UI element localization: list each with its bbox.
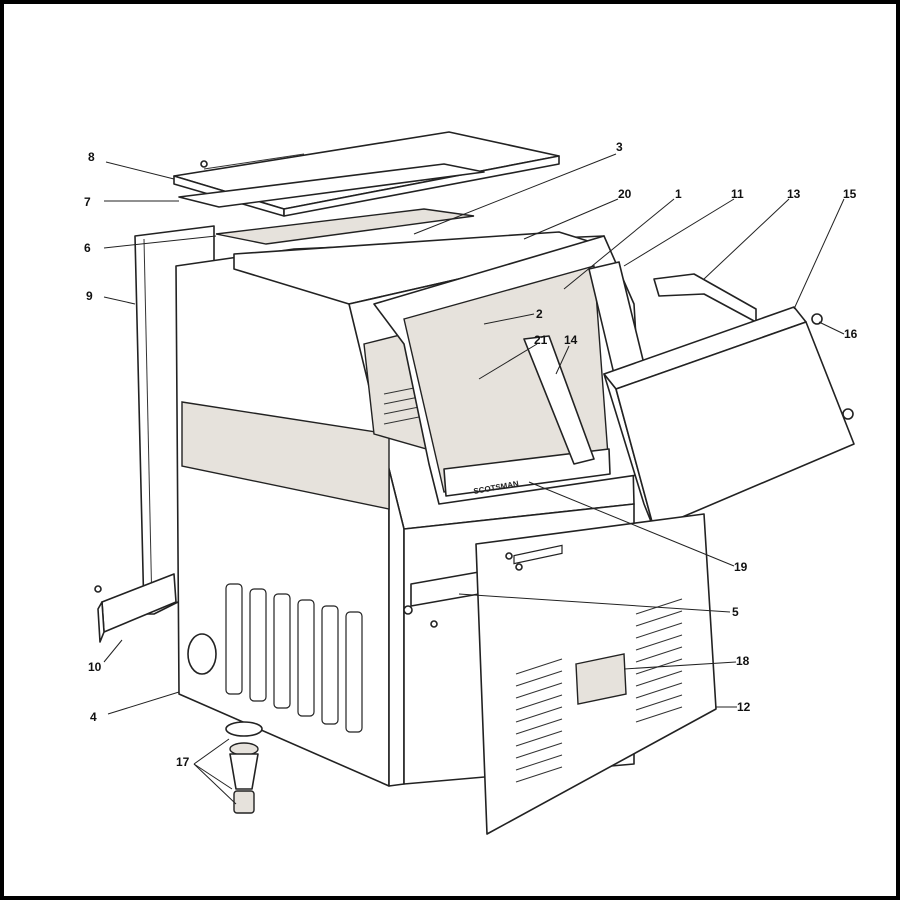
callout-19: 19	[734, 560, 748, 574]
front-panel-part	[475, 513, 717, 835]
callout-labels: 8 3 7 20 1 11 13 15 6 9 2 21 14 16 19 5 …	[84, 140, 858, 769]
callout-21: 21	[534, 333, 548, 347]
rating-plate	[575, 653, 627, 705]
gasket-part	[178, 163, 485, 208]
callout-7: 7	[84, 195, 91, 209]
front-vents	[513, 544, 563, 565]
callout-3: 3	[616, 140, 623, 154]
callout-11: 11	[731, 187, 744, 201]
adjustable-leg-part	[225, 721, 263, 814]
door-handle-part	[523, 335, 595, 465]
callout-13: 13	[787, 187, 801, 201]
hinge-part	[653, 273, 757, 323]
callout-20: 20	[618, 187, 632, 201]
callout-14: 14	[564, 333, 578, 347]
side-vents	[225, 583, 363, 733]
callout-12: 12	[737, 700, 751, 714]
callout-6: 6	[84, 241, 91, 255]
leader-lines	[103, 153, 845, 805]
callout-2: 2	[536, 307, 543, 321]
callout-5: 5	[732, 605, 739, 619]
bin-door-part	[603, 306, 855, 530]
diagram-canvas: SCOTSMAN	[84, 131, 858, 835]
callout-10: 10	[88, 660, 102, 674]
callout-4: 4	[90, 710, 97, 724]
bracket-part	[94, 573, 177, 643]
callout-8: 8	[88, 150, 95, 164]
callout-17: 17	[176, 755, 190, 769]
callout-9: 9	[86, 289, 93, 303]
callout-16: 16	[844, 327, 858, 341]
callout-18: 18	[736, 654, 750, 668]
insulation-panel-part	[215, 208, 475, 245]
callout-1: 1	[675, 187, 682, 201]
callout-15: 15	[843, 187, 857, 201]
